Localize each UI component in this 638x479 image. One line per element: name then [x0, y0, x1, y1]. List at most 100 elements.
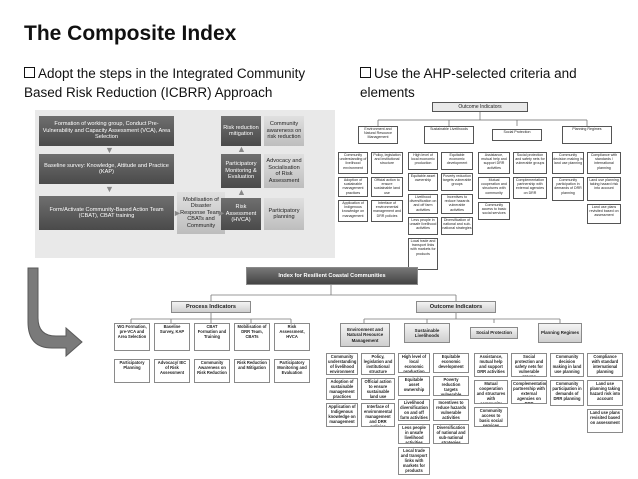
outcome-small-item: Assistance, mutual help and support DRR … [478, 152, 510, 174]
process-indicator: Participatory Monitoring and Evaluation [274, 359, 310, 383]
icbrr-diagram: Formation of working group, Conduct Pre-… [35, 110, 335, 258]
outcome-branch: Sustainable Livelihoods [404, 323, 450, 343]
outcome-small-root: Outcome Indicators [432, 102, 528, 112]
icbrr-step: Mobilisation of Disaster Response Team, … [177, 192, 225, 234]
outcome-small-item: Community access to basic social service… [478, 202, 510, 220]
outcome-branch: Social Protection [470, 327, 518, 339]
icbrr-step: Community awareness on risk reduction [264, 116, 304, 146]
index-connectors [130, 285, 561, 323]
outcome-branch: Environment and Natural Resource Managem… [340, 323, 390, 347]
process-indicator: Advocacy/ IEC of Risk Assessment [154, 359, 190, 383]
process-indicator: Baseline Survey, KAP [154, 323, 190, 351]
outcome-small-item: Interface of environmental management an… [371, 200, 403, 222]
outcome-indicator: Land use planning taking hazard risk int… [587, 380, 623, 406]
arrow-right-icon: ► [173, 208, 182, 218]
outcome-indicator: Less people in unsafe livelihood activit… [398, 424, 430, 444]
outcome-small-branch: Social Protection [492, 129, 542, 141]
process-indicator: Risk Reduction and Mitigation [234, 359, 270, 383]
outcome-indicator: Community participation in demands of DR… [550, 380, 584, 406]
outcome-indicator: Community understanding of livelihood en… [326, 353, 358, 375]
icbrr-step: Risk Assessment (HVCA) [221, 198, 261, 230]
outcome-small-item: Community understanding of livelihood en… [338, 152, 368, 174]
icbrr-step: Advocacy and Socialisation of Risk Asses… [264, 154, 304, 188]
outcome-indicator: Equitable economic development [433, 353, 469, 373]
outcome-small-item: Land use plans revisited based on assess… [587, 204, 621, 224]
outcome-indicator: Poverty reduction targets vulnerable gro… [433, 376, 469, 396]
slide-title: The Composite Index [24, 22, 237, 45]
outcome-small-branch: Environment and Natural Resource Managem… [358, 126, 398, 144]
process-indicator: Risk Assessment, HVCA [274, 323, 310, 351]
outcome-indicator: Livelihood diversification on and off fa… [398, 399, 430, 421]
outcome-indicator: Policy, legislation and institutional st… [361, 353, 395, 375]
icbrr-step: Form/Activate Community-Based Action Tea… [39, 196, 174, 230]
process-indicator: Mobilisation of DRR Team, CBATs [234, 323, 270, 351]
outcome-small-item: Diversification of national and sub-nati… [441, 217, 473, 235]
outcome-small-item: Policy, legislation and institutional st… [371, 152, 403, 174]
outcome-small-item: Complementation partnership with externa… [513, 177, 547, 199]
process-indicator: WG Formation, pre-VCA and Area Selection [114, 323, 150, 351]
outcome-small-branch: Sustainable Livelihoods [424, 126, 474, 144]
outcome-small-item: Mutual cooperation and structures with c… [478, 177, 510, 199]
bullet-icbrr: Adopt the steps in the Integrated Commun… [24, 64, 344, 102]
outcome-indicator: Compliance with standard international p… [587, 353, 623, 377]
outcome-indicator: Interface of environmental management an… [361, 403, 395, 427]
outcome-indicator: Community decision making in land use pl… [550, 353, 584, 377]
process-indicators-header: Process Indicators [171, 301, 251, 313]
outcome-indicator: Land use plans revisited based on assess… [587, 409, 623, 433]
outcome-indicator: Social protection and safety nets for vu… [511, 353, 547, 377]
arrow-down-icon: ▼ [105, 145, 114, 155]
checkbox-bullet-icon [24, 67, 35, 78]
outcome-indicator: Application of Indigenous knowledge on m… [326, 403, 358, 427]
outcome-indicators-header: Outcome Indicators [416, 301, 496, 313]
outcome-indicator: Equitable asset ownership [398, 376, 430, 396]
outcome-small-item: Adoption of sustainable management pract… [338, 177, 368, 197]
outcome-small-item: Local trade and transport links with mar… [408, 238, 438, 270]
outcome-indicators-small-diagram: Outcome Indicators Environment and Natur… [336, 100, 624, 282]
outcome-indicator: Mutual cooperation and structures with c… [474, 380, 508, 404]
outcome-small-item: Poverty reduction targets vulnerable gro… [441, 173, 473, 191]
outcome-indicator: Assistance, mutual help and support DRR … [474, 353, 508, 377]
outcome-indicator: Complementation partnership with externa… [511, 380, 547, 404]
outcome-small-item: Community participation in demands of DR… [552, 177, 584, 201]
arrow-down-icon: ▼ [105, 184, 114, 194]
bullet-text: Use the AHP-selected criteria and elemen… [360, 66, 577, 100]
icbrr-step: Participatory planning [264, 198, 304, 230]
arrow-up-icon: ▲ [237, 187, 246, 197]
icbrr-step: Baseline survey: Knowledge, Attitude and… [39, 154, 174, 184]
outcome-small-item: Social protection and safety nets for vu… [513, 152, 547, 174]
resilience-index-diagram: Index for Resilient Coastal Communities … [86, 263, 626, 479]
outcome-indicator: Adoption of sustainable management pract… [326, 378, 358, 400]
outcome-small-item: Equitable asset ownership [408, 173, 438, 191]
outcome-small-item: Less people in unsafe livelihood activit… [408, 217, 438, 235]
process-indicator: CBAT Formation and Training [194, 323, 230, 351]
outcome-small-item: Equitable economic development [441, 152, 473, 170]
checkbox-bullet-icon [360, 67, 371, 78]
bullet-text: Adopt the steps in the Integrated Commun… [24, 66, 306, 100]
outcome-small-item: Incentives to reduce hazards vulnerable … [441, 194, 473, 214]
outcome-small-item: Official action to ensure sustainable la… [371, 177, 403, 197]
outcome-small-item: Application of Indigenous knowledge on m… [338, 200, 368, 222]
process-indicator: Participatory Planning [114, 359, 150, 383]
outcome-small-connectors [377, 112, 588, 126]
outcome-small-item: Community decision making in land use pl… [552, 152, 584, 174]
process-indicator: Community Awareness on Risk Reduction [194, 359, 230, 383]
arrow-right-icon: ► [217, 208, 226, 218]
icbrr-step: Risk reduction mitigation [221, 116, 261, 146]
outcome-indicator: Local trade and transport links with mar… [398, 447, 430, 475]
outcome-small-item: Livelihood diversification on and off fa… [408, 194, 438, 214]
outcome-indicator: Official action to ensure sustainable la… [361, 378, 395, 400]
outcome-small-branch: Planning Regimes [562, 126, 612, 144]
outcome-indicator: Diversification of national and sub-nati… [433, 424, 469, 444]
outcome-branch: Planning Regimes [538, 323, 582, 343]
icbrr-step: Formation of working group, Conduct Pre-… [39, 116, 174, 146]
icbrr-step: Participatory Monitoring & Evaluation [221, 154, 261, 188]
outcome-small-item: High level of local economic production [408, 152, 438, 170]
outcome-small-item: Land use planning taking hazard risk int… [587, 177, 621, 201]
outcome-indicator: Community access to basic social service… [474, 407, 508, 427]
outcome-small-item: Compliance with standards / internationa… [587, 152, 621, 174]
index-title: Index for Resilient Coastal Communities [246, 267, 418, 285]
arrow-up-icon: ▲ [237, 144, 246, 154]
bullet-ahp: Use the AHP-selected criteria and elemen… [360, 64, 625, 102]
outcome-indicator: Incentives to reduce hazards vulnerable … [433, 399, 469, 421]
outcome-indicator: High level of local economic production [398, 353, 430, 373]
